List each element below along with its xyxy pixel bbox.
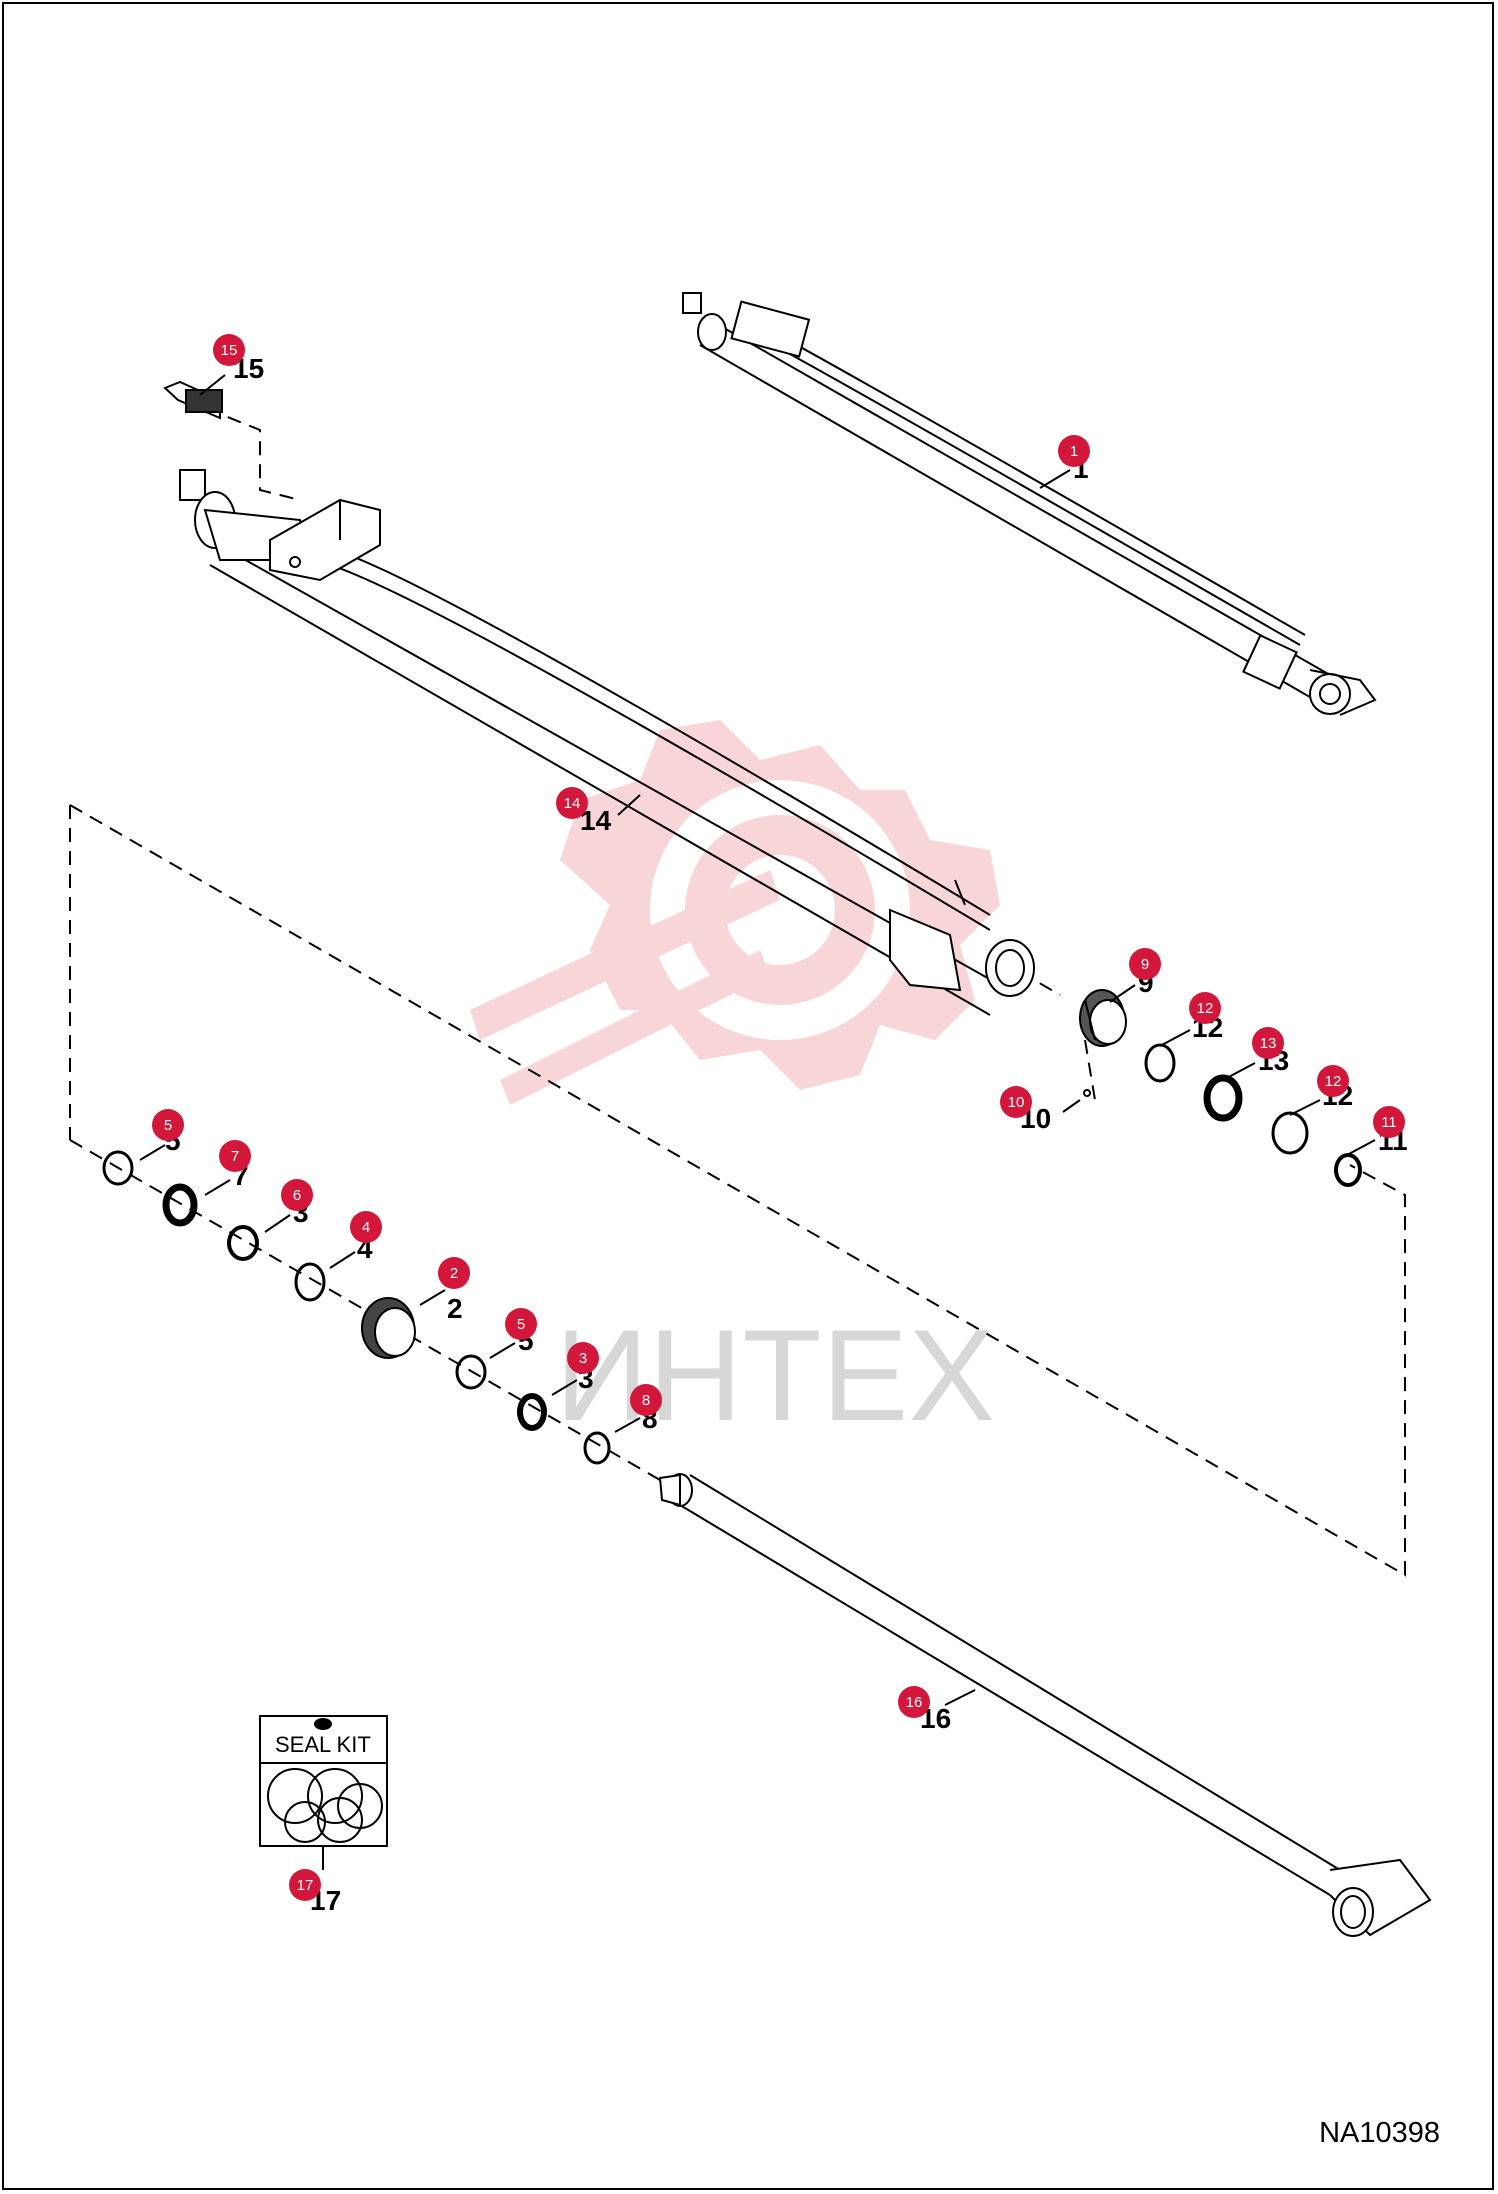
callout-badge-13[interactable]: 13 — [1252, 1027, 1284, 1059]
callout-badges: 1 2 3 4 5 5 6 7 8 9 10 11 12 12 13 14 15… — [152, 334, 1405, 1901]
watermark-text: ИНТЕХ — [555, 1302, 995, 1448]
head-part-9 — [1079, 989, 1127, 1047]
callout-badge-12b[interactable]: 12 — [1317, 1065, 1349, 1097]
svg-text:17: 17 — [297, 1877, 314, 1894]
piston-part-2 — [361, 1297, 416, 1359]
callout-badge-17[interactable]: 17 — [289, 1869, 321, 1901]
svg-text:9: 9 — [1141, 956, 1149, 973]
callout-badge-11[interactable]: 11 — [1373, 1106, 1405, 1138]
callout-badge-3a[interactable]: 3 — [567, 1342, 599, 1374]
callout-badge-9[interactable]: 9 — [1129, 948, 1161, 980]
svg-text:15: 15 — [221, 342, 238, 359]
svg-text:16: 16 — [906, 1694, 923, 1711]
svg-text:12: 12 — [1325, 1073, 1342, 1090]
leader-lines — [139, 374, 1376, 1706]
svg-text:4: 4 — [362, 1219, 370, 1236]
svg-text:13: 13 — [1260, 1035, 1277, 1052]
seal-kit-label: SEAL KIT — [275, 1732, 371, 1757]
cylinder-assembly-part-1 — [682, 292, 1377, 716]
svg-text:2: 2 — [450, 1265, 458, 1282]
callout-badge-16[interactable]: 16 — [898, 1686, 930, 1718]
svg-text:10: 10 — [1008, 1094, 1025, 1111]
callout-badge-2[interactable]: 2 — [438, 1257, 470, 1289]
svg-text:7: 7 — [231, 1148, 239, 1165]
seal-rings-right — [1083, 1043, 1362, 1187]
callout-badge-10[interactable]: 10 — [1000, 1086, 1032, 1118]
callout-badge-1[interactable]: 1 — [1058, 435, 1090, 467]
watermark-gear-logo — [470, 720, 1000, 1105]
svg-text:11: 11 — [1381, 1114, 1397, 1131]
callout-badge-7[interactable]: 7 — [219, 1140, 251, 1172]
part-number-2: 2 — [447, 1293, 463, 1324]
callout-badge-5a[interactable]: 5 — [152, 1109, 184, 1141]
svg-text:5: 5 — [164, 1117, 172, 1134]
callout-badge-8[interactable]: 8 — [630, 1384, 662, 1416]
svg-text:1: 1 — [1070, 443, 1078, 460]
grease-fitting-part-15 — [163, 380, 223, 420]
svg-text:14: 14 — [564, 795, 581, 812]
rod-part-16 — [658, 1473, 1432, 1937]
callout-badge-15[interactable]: 15 — [213, 334, 245, 366]
callout-badge-6[interactable]: 6 — [281, 1179, 313, 1211]
drawing-id: NA10398 — [1319, 2117, 1440, 2149]
svg-text:8: 8 — [642, 1392, 650, 1409]
callout-badge-12a[interactable]: 12 — [1189, 992, 1221, 1024]
seal-kit-part-17 — [259, 1715, 388, 1870]
svg-text:5: 5 — [517, 1316, 525, 1333]
cylinder-barrel-part-14 — [179, 469, 1035, 1016]
callout-badge-5b[interactable]: 5 — [505, 1308, 537, 1340]
seal-rings-left — [102, 1150, 611, 1465]
svg-text:12: 12 — [1197, 1000, 1214, 1017]
callout-badge-4[interactable]: 4 — [350, 1211, 382, 1243]
callout-badge-14[interactable]: 14 — [556, 787, 588, 819]
svg-text:6: 6 — [293, 1187, 301, 1204]
svg-text:3: 3 — [579, 1350, 587, 1367]
